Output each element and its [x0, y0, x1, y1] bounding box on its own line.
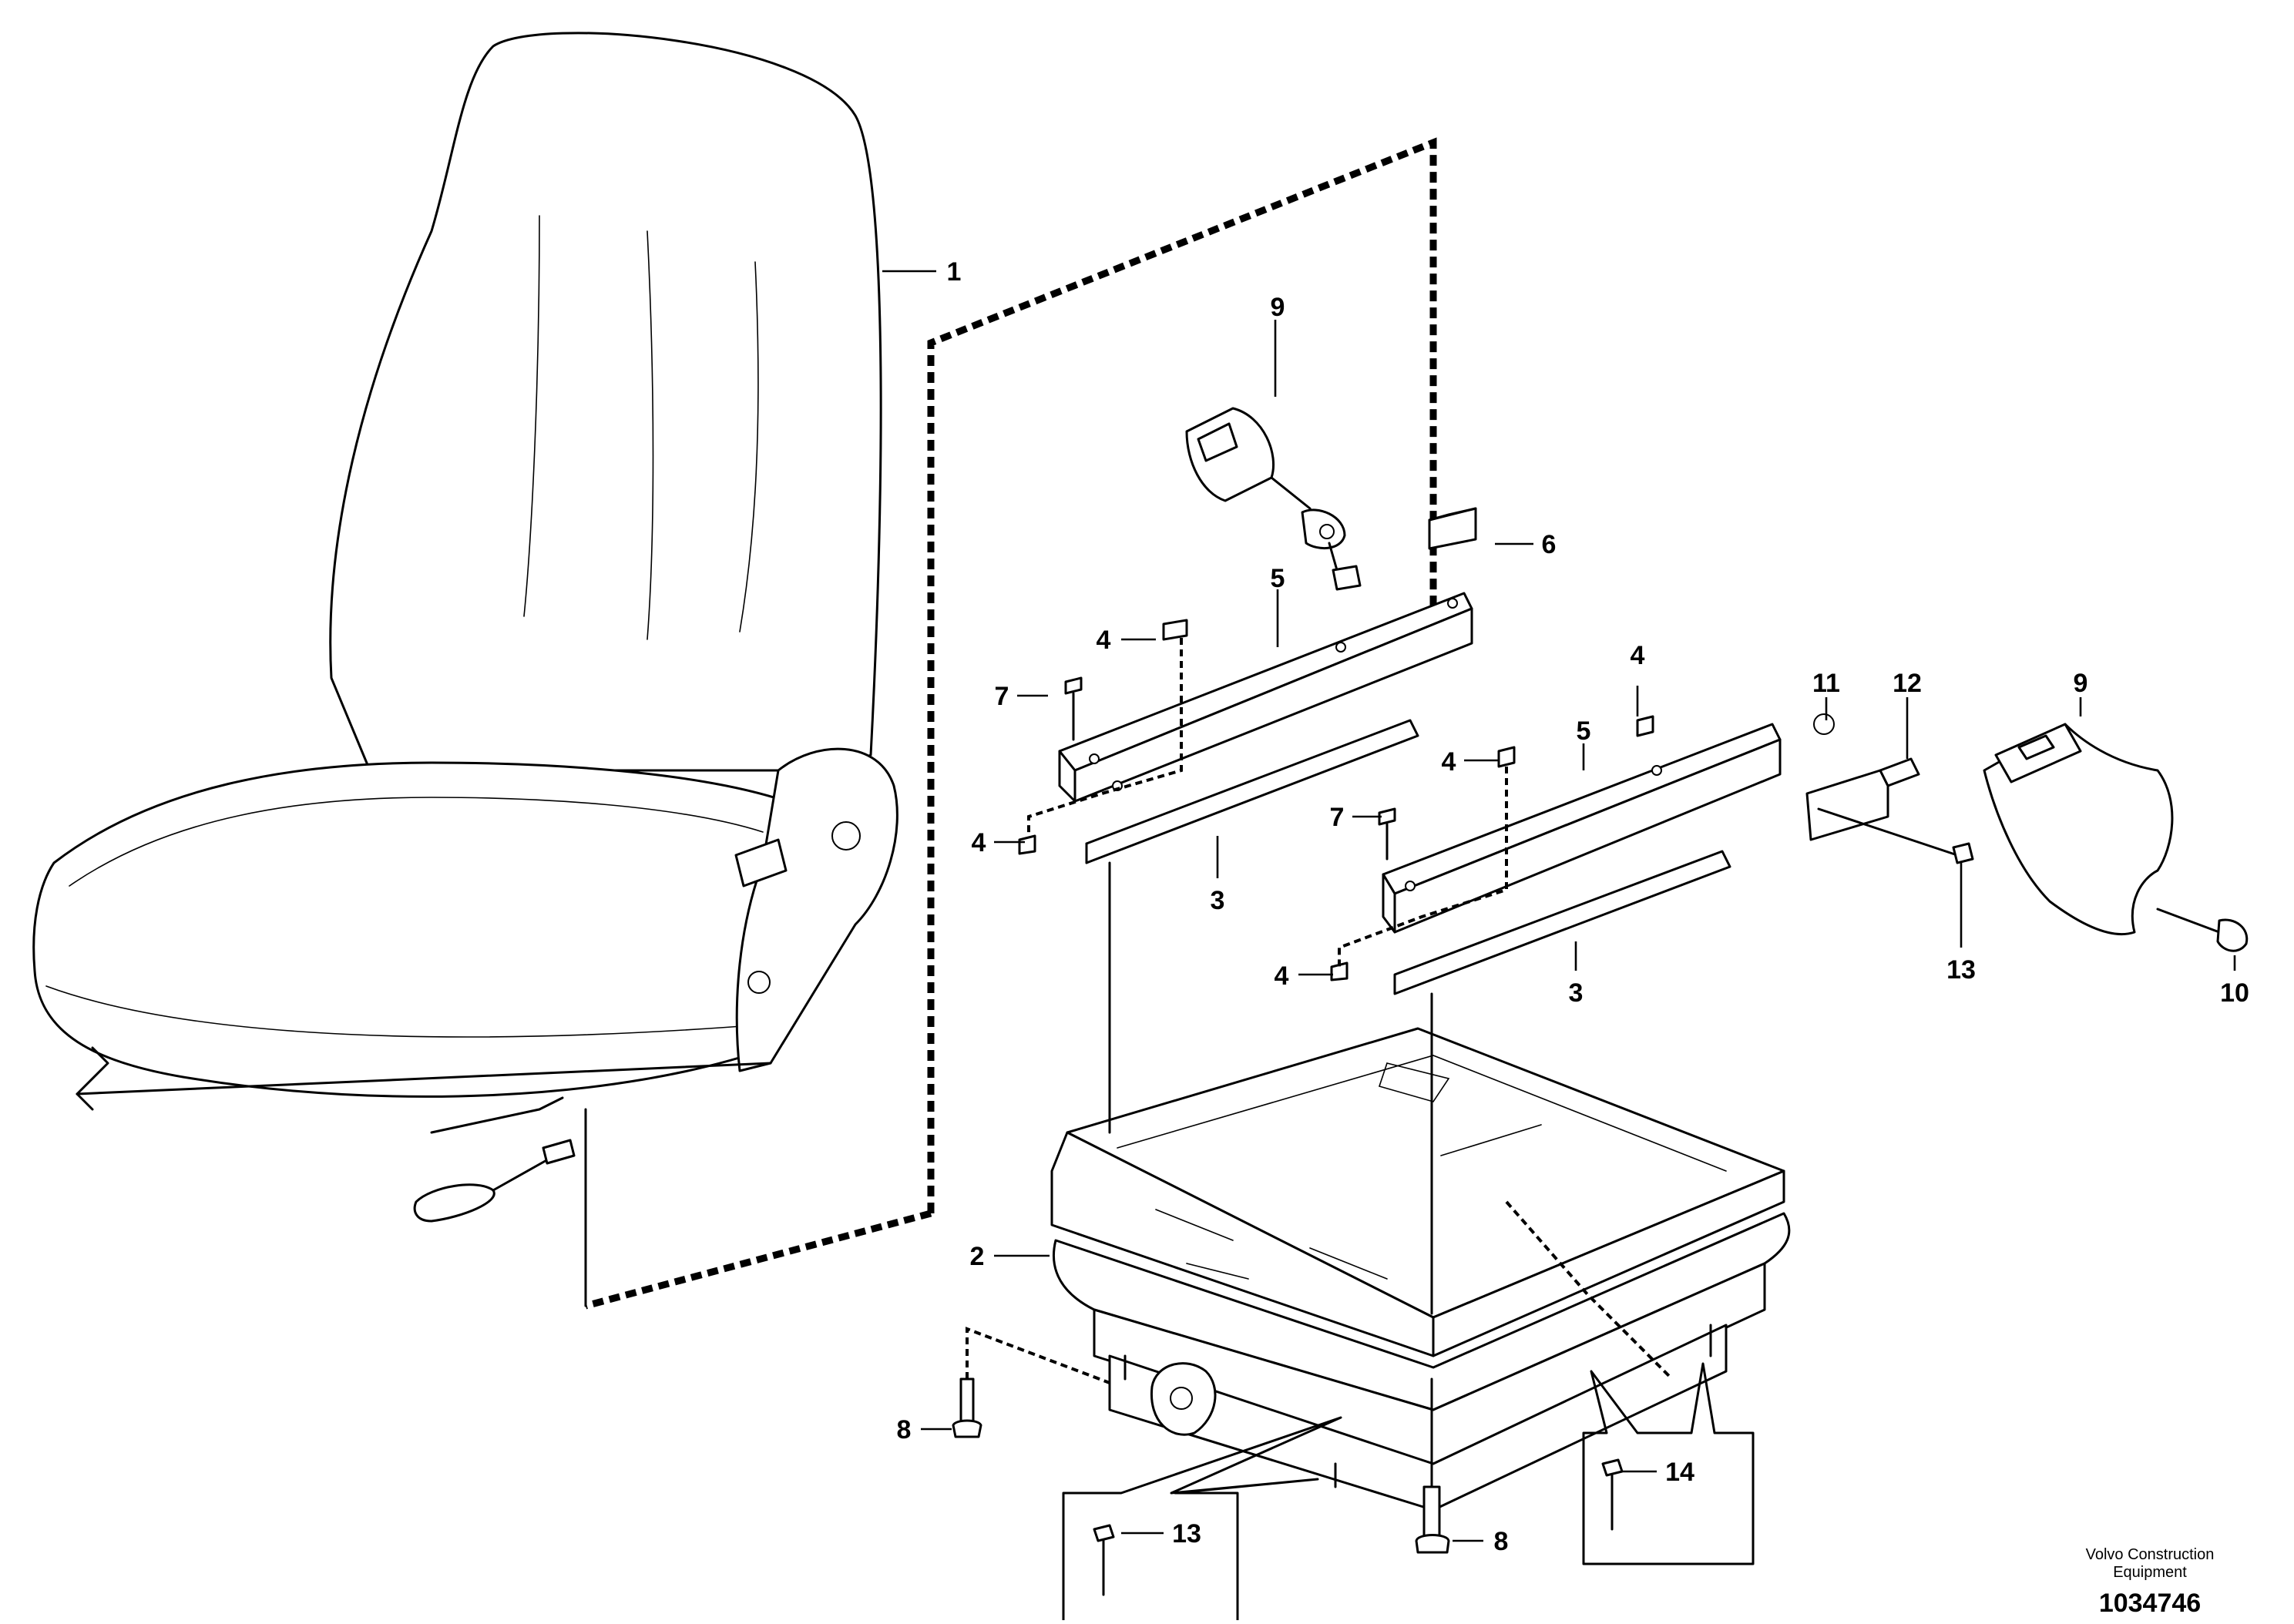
callout-4-lower: 4 [1275, 961, 1289, 991]
callout-13-right: 13 [1946, 955, 1976, 985]
bolt-8-left [959, 1377, 975, 1427]
publisher-credit: Volvo Construction Equipment 1034746 [2086, 1546, 2215, 1618]
callout-1: 1 [947, 257, 962, 287]
callout-9-right: 9 [2074, 669, 2088, 698]
callout-8-left: 8 [897, 1415, 912, 1444]
callout-14: 14 [1665, 1458, 1694, 1487]
callout-5-left: 5 [1271, 564, 1285, 593]
seat-adjust-lever [413, 1183, 495, 1223]
credit-line-2: Equipment [2113, 1564, 2187, 1581]
callout-5-right: 5 [1577, 716, 1591, 746]
left-slide-rail [1058, 592, 1473, 864]
callout-7-right: 7 [1330, 803, 1345, 832]
callout-11: 11 [1812, 669, 1840, 698]
callout-10: 10 [2220, 978, 2249, 1008]
callout-3-left: 3 [1211, 886, 1225, 915]
credit-line-1: Volvo Construction [2086, 1546, 2215, 1563]
bolt-8-center [1422, 1485, 1441, 1542]
detail-box-13 [1062, 1416, 1342, 1624]
seat-cushion [32, 761, 804, 1098]
callout-8-center: 8 [1494, 1527, 1509, 1556]
assembly-dashed-outline [927, 137, 1437, 1213]
seat-belt-buckle-left [1185, 407, 1362, 591]
callout-4-mid: 4 [1631, 641, 1645, 670]
callout-labels: 1 9 6 5 4 7 4 3 4 5 4 7 4 3 11 12 9 13 1… [897, 257, 2249, 1556]
document-number: 1034746 [2099, 1589, 2201, 1618]
callout-2: 2 [970, 1242, 985, 1271]
callout-13-box: 13 [1172, 1519, 1201, 1549]
right-slide-rail [1382, 723, 1782, 995]
washer [1813, 713, 1835, 735]
callout-12: 12 [1893, 669, 1922, 698]
leader-lines [921, 320, 2236, 1542]
suspension-base [1050, 1027, 1791, 1512]
callout-3-right: 3 [1569, 978, 1584, 1008]
bolt-10 [2216, 918, 2249, 952]
callout-6: 6 [1542, 530, 1557, 559]
operator-seat [32, 32, 898, 1223]
callout-4-left: 4 [972, 828, 986, 857]
callout-7-left: 7 [995, 682, 1009, 711]
callout-4-top: 4 [1097, 626, 1111, 655]
seat-backrest [329, 32, 882, 772]
detail-box-14 [1582, 1362, 1755, 1565]
callout-9-left: 9 [1271, 293, 1285, 322]
seat-belt-buckle-right [1983, 723, 2174, 936]
belt-bracket [1805, 769, 1889, 841]
callout-4-right: 4 [1442, 747, 1456, 777]
fasteners [1018, 619, 1654, 981]
